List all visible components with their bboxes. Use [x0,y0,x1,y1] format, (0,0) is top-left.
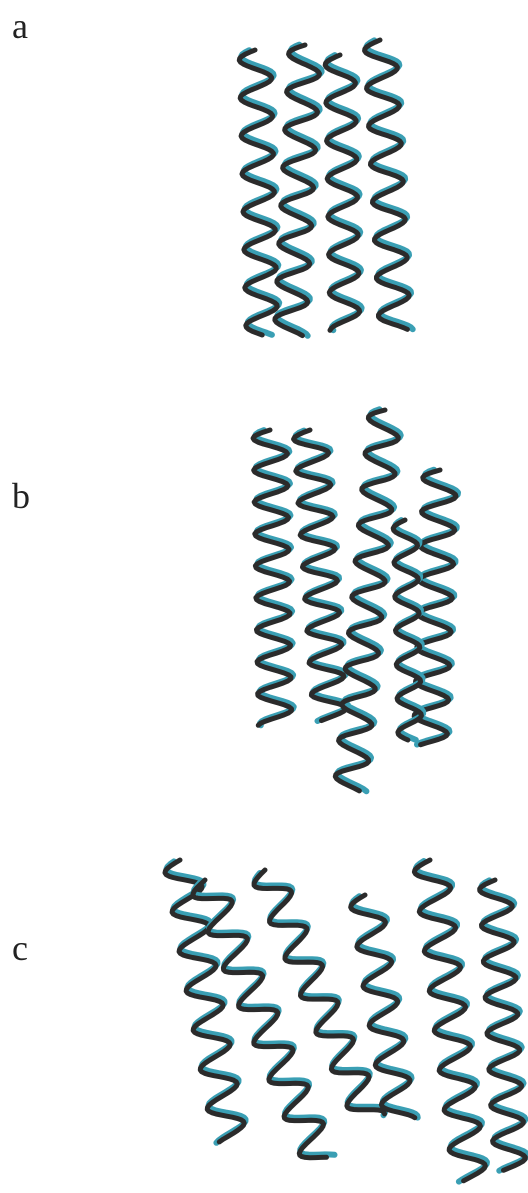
panel-a-helix-bundle [239,40,412,336]
c5-helix-dark [414,860,485,1181]
c6-helix-dark [480,880,526,1170]
panel-c-helix-bundle [165,860,527,1182]
a2-helix-dark [275,45,320,336]
a3-helix-dark [325,55,359,330]
panel-b-helix-bundle [253,409,458,791]
